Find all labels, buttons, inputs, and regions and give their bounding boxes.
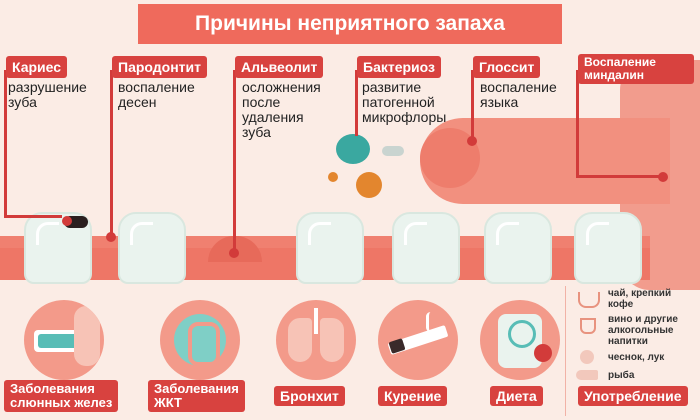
bottom-label-bronchitis: Бронхит (274, 386, 345, 406)
tooth (484, 212, 552, 284)
cause-label-periodontitis: Пародонтит (112, 56, 207, 78)
bacteria-icon (336, 134, 370, 164)
cause-label-glossitis: Глоссит (473, 56, 541, 78)
fish-icon (576, 370, 598, 380)
connector-dot (229, 248, 239, 258)
bottom-label-smoking: Курение (378, 386, 448, 406)
cause-label-tonsillitis: Воспаление миндалин (578, 54, 694, 84)
scale-icon (480, 300, 560, 380)
tooth (24, 212, 92, 284)
wine-glass-icon (580, 318, 596, 334)
cigarette-icon (378, 300, 458, 380)
tooth (296, 212, 364, 284)
cause-label-bacteriosis: Бактериоз (357, 56, 441, 78)
divider (565, 286, 566, 416)
lungs-icon (276, 300, 356, 380)
garlic-icon (580, 350, 594, 364)
salivary-gland-icon (24, 300, 104, 380)
consumption-item: рыба (608, 370, 635, 381)
digestive-tract-icon (160, 300, 240, 380)
connector-dot (658, 172, 668, 182)
tooth (118, 212, 186, 284)
bottom-label-consumption: Употребление (578, 386, 688, 406)
tooth (392, 212, 460, 284)
consumption-item: вино и другие алкогольные напитки (608, 314, 678, 347)
connector-line (4, 215, 62, 218)
cause-label-caries: Кариес (6, 56, 68, 78)
cause-label-alveolitis: Альвеолит (235, 56, 324, 78)
connector-dot (467, 136, 477, 146)
cup-icon (578, 292, 600, 308)
connector-line (233, 70, 236, 250)
bottom-label-digestive: Заболевания ЖКТ (148, 380, 245, 412)
title-band (138, 4, 562, 44)
bacteria-icon (328, 172, 338, 182)
connector-dot (106, 232, 116, 242)
title-bar: Причины неприятного запаха (0, 0, 700, 48)
connector-line (110, 70, 113, 236)
connector-line (471, 70, 474, 140)
bottom-label-diet: Диета (490, 386, 543, 406)
connector-line (576, 175, 664, 178)
connector-line (355, 70, 358, 136)
bacteria-icon (382, 146, 404, 156)
consumption-item: чай, крепкий кофе (608, 288, 672, 310)
consumption-item: чеснок, лук (608, 352, 665, 363)
tooth (574, 212, 642, 284)
bacteria-icon (356, 172, 382, 198)
connector-line (576, 70, 579, 176)
connector-line (4, 70, 7, 218)
bottom-label-salivary: Заболевания слюнных желез (4, 380, 119, 412)
page-title: Причины неприятного запаха (195, 12, 505, 35)
